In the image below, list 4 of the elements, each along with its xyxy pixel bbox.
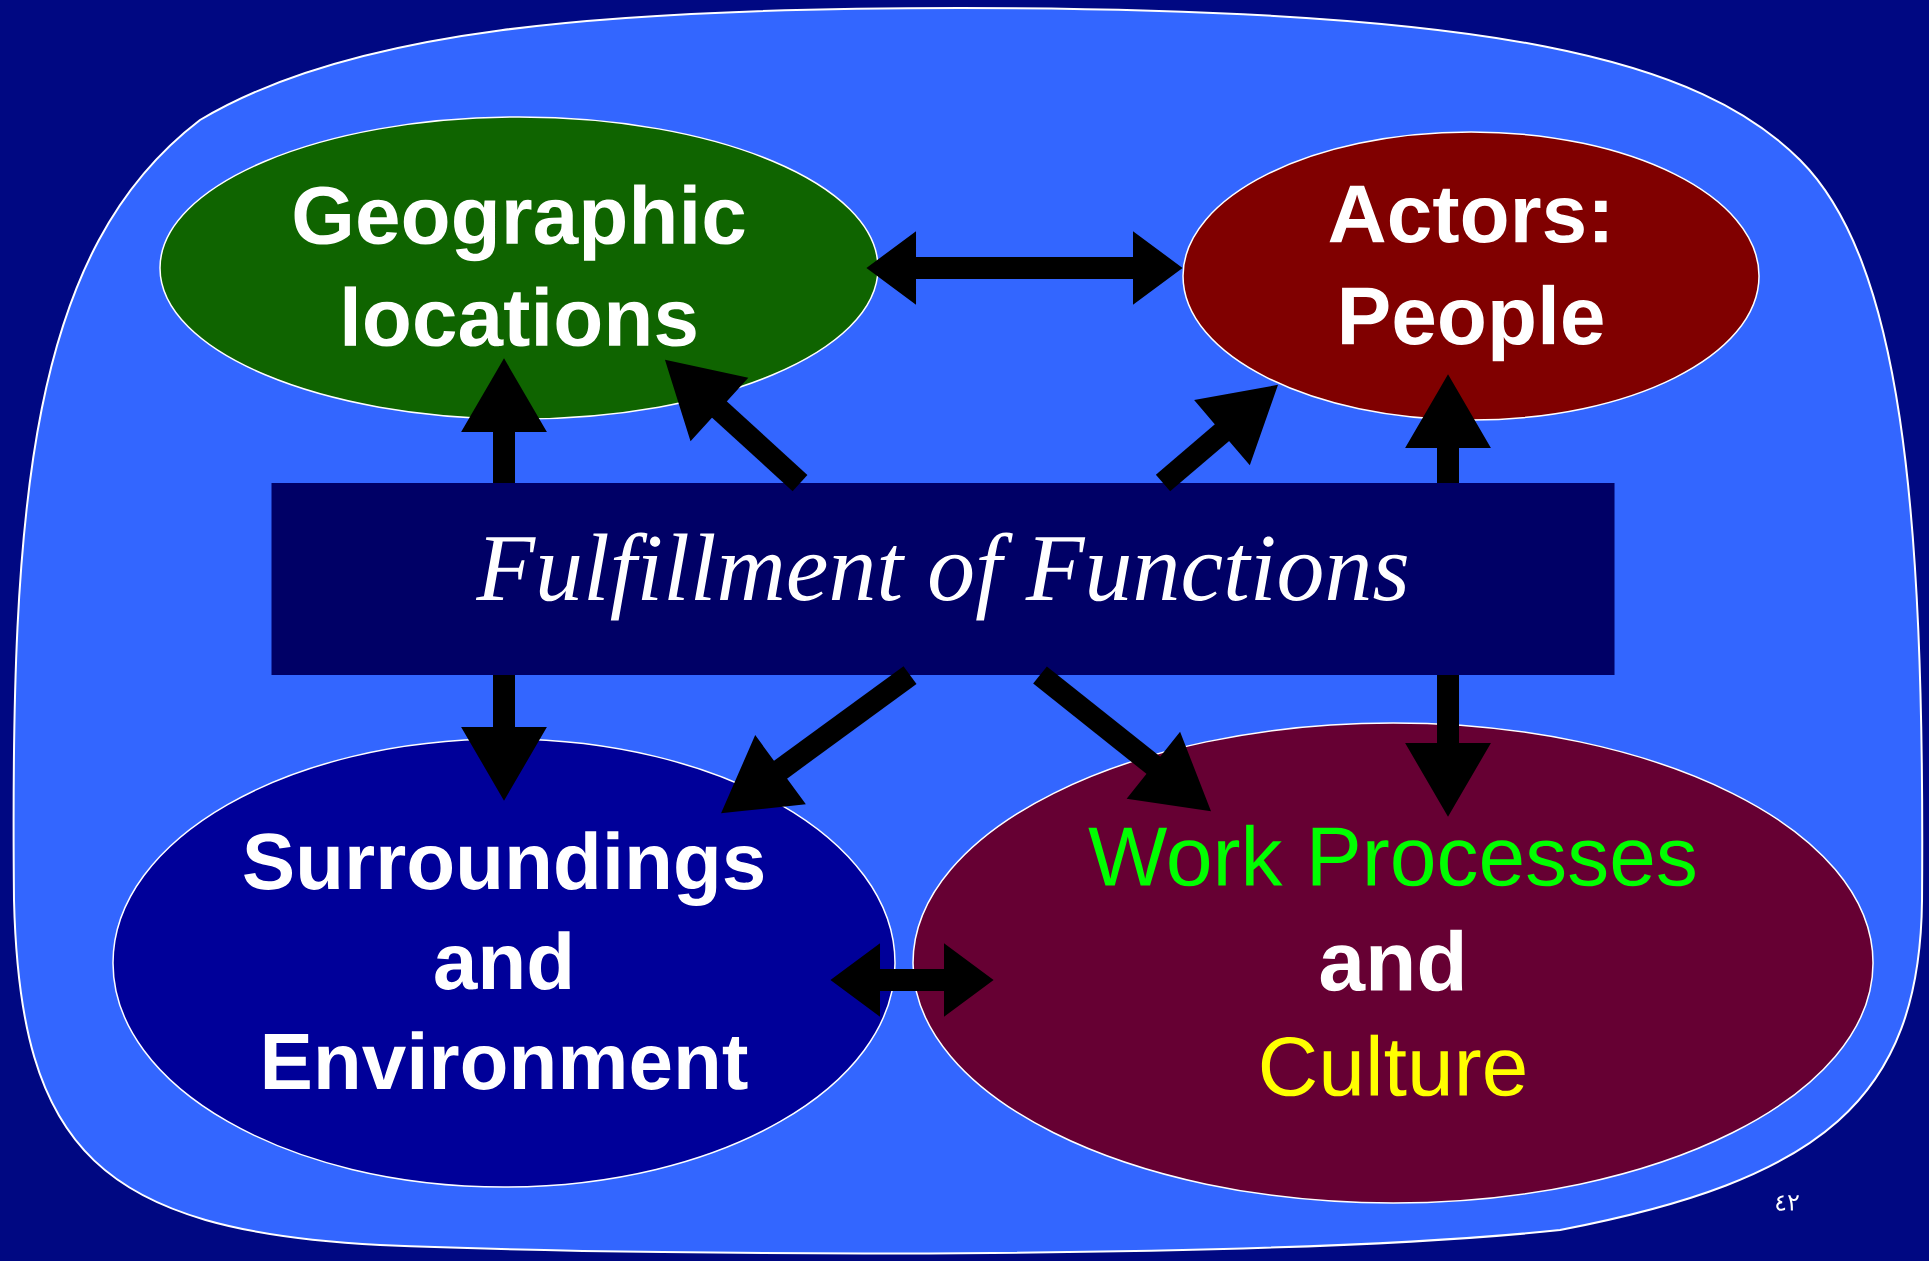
oval: Actors: People xyxy=(1182,131,1760,421)
oval: Surroundings and Environment xyxy=(112,738,896,1188)
oval: Geographic locations xyxy=(159,116,879,420)
banner: Fulfillment of Functions xyxy=(271,483,1615,675)
